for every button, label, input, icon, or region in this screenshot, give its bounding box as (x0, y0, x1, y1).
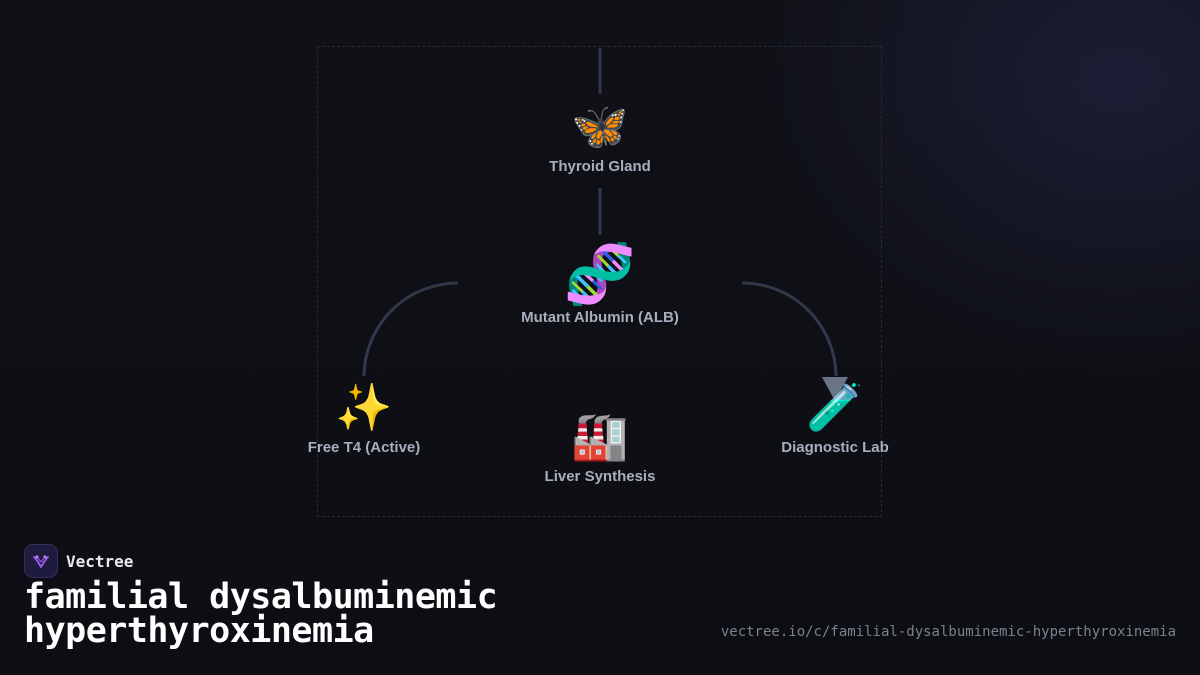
node-label: Thyroid Gland (549, 158, 651, 175)
node-thyroid-gland: 🦋 Thyroid Gland (500, 98, 700, 175)
test-tube-icon: 🧪 (806, 380, 864, 434)
node-free-t4: ✨ Free T4 (Active) (264, 379, 464, 456)
title-line-1: familial dysalbuminemic (24, 577, 498, 617)
dna-icon: 🧬 (563, 240, 637, 308)
connector-albumin-to-lab (741, 281, 838, 377)
node-liver-synthesis: 🏭 Liver Synthesis (500, 408, 700, 485)
connector-albumin-to-free-t4 (362, 281, 459, 377)
vectree-logo-icon (24, 544, 58, 578)
node-label: Diagnostic Lab (781, 439, 889, 456)
node-label: Free T4 (Active) (307, 439, 421, 456)
factory-icon: 🏭 (571, 409, 629, 463)
node-mutant-albumin: 🧬 Mutant Albumin (ALB) (500, 243, 700, 326)
butterfly-icon: 🦋 (571, 99, 629, 153)
node-label: Liver Synthesis (544, 468, 656, 485)
page-title: familial dysalbuminemic hyperthyroxinemi… (24, 577, 684, 651)
node-diagnostic-lab: 🧪 Diagnostic Lab (735, 379, 935, 456)
arrowhead-lab (822, 377, 848, 401)
brand: Vectree (24, 544, 133, 578)
title-line-2: hyperthyroxinemia (24, 611, 374, 651)
source-url: vectree.io/c/familial-dysalbuminemic-hyp… (720, 624, 1176, 640)
node-label: Mutant Albumin (ALB) (521, 309, 679, 326)
brand-name: Vectree (66, 551, 134, 571)
diagram-frame (317, 46, 882, 517)
sparkles-icon: ✨ (335, 380, 393, 434)
